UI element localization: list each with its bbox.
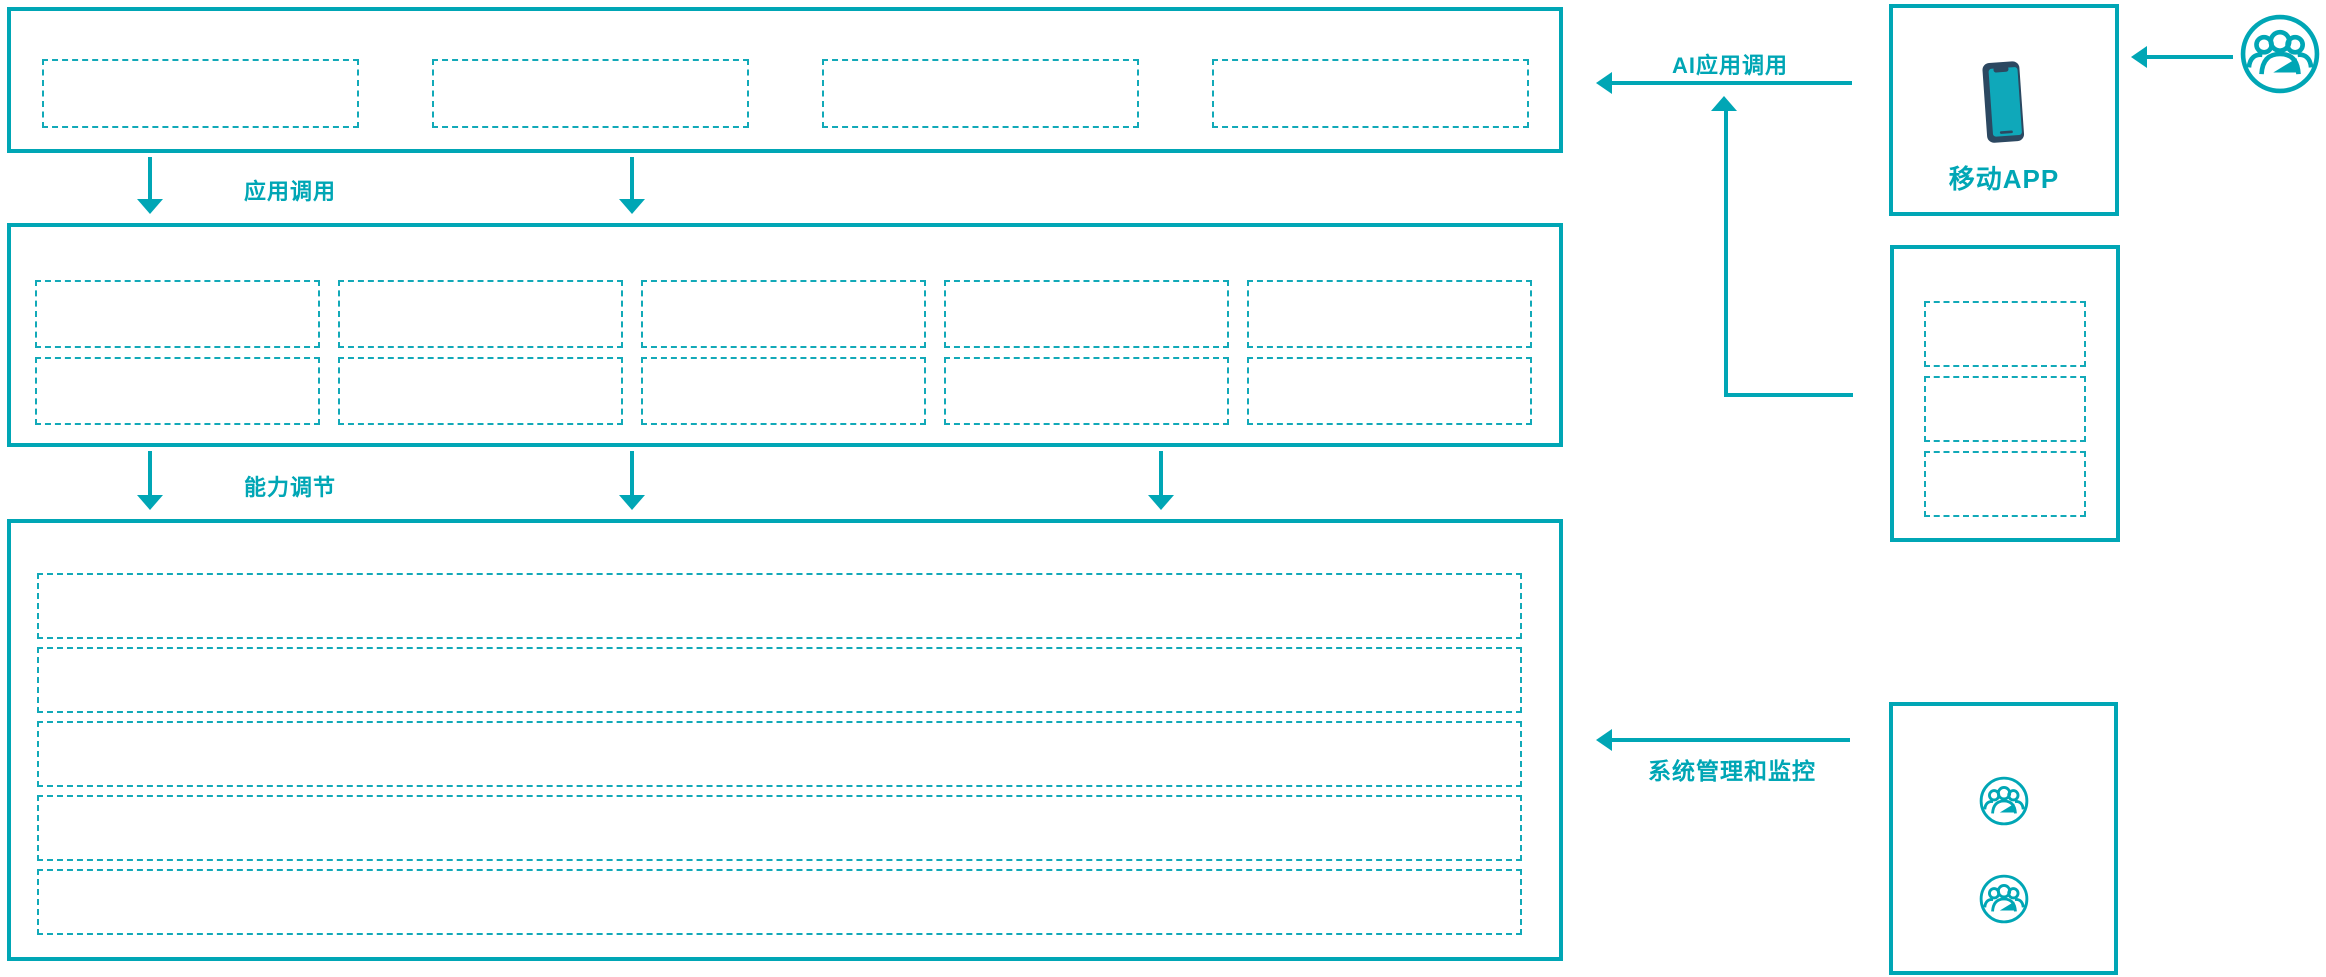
- placeholder-box: [641, 357, 926, 425]
- arrow-down-head: [137, 495, 163, 510]
- label-system-management: 系统管理和监控: [1648, 758, 1816, 784]
- placeholder-row: [35, 280, 1532, 348]
- label-app-call: 应用调用: [244, 179, 337, 204]
- arrow-down-head: [1148, 495, 1174, 510]
- arrow-down-line: [148, 451, 152, 497]
- arrow-down-head: [137, 199, 163, 214]
- placeholder-box: [42, 59, 359, 128]
- placeholder-box: [1247, 357, 1532, 425]
- placeholder-box: [37, 795, 1522, 861]
- label-ai-app-call: AI应用调用: [1672, 53, 1789, 78]
- placeholder-box: [338, 280, 623, 348]
- placeholder-box: [37, 573, 1522, 639]
- placeholder-box: [1924, 451, 2086, 517]
- admin-box: [1889, 702, 2118, 975]
- arrow-down-line: [148, 157, 152, 201]
- placeholder-box: [944, 280, 1229, 348]
- placeholder-box: [944, 357, 1229, 425]
- ai-call-arrow-line: [1612, 81, 1852, 85]
- users-icon: [1978, 873, 2030, 925]
- system-arrow-head: [1596, 729, 1612, 751]
- placeholder-box: [35, 357, 320, 425]
- placeholder-box: [822, 59, 1139, 128]
- placeholder-box: [1924, 376, 2086, 442]
- placeholder-box: [37, 869, 1522, 935]
- system-arrow-line: [1612, 738, 1850, 742]
- arrow-down-line: [1159, 451, 1163, 497]
- capability-layer-box: [7, 223, 1563, 447]
- resource-layer-box: [7, 519, 1563, 961]
- placeholder-box: [1212, 59, 1529, 128]
- panel-up-arrow-line: [1724, 110, 1728, 397]
- users-icon: [1978, 775, 2030, 827]
- placeholder-row: [35, 357, 1532, 425]
- placeholder-box: [35, 280, 320, 348]
- panel-up-arrow-head: [1711, 96, 1737, 111]
- placeholder-box: [1247, 280, 1532, 348]
- label-capability-adjust: 能力调节: [244, 475, 337, 500]
- panel-connector-line: [1724, 393, 1853, 397]
- phone-icon: [1979, 59, 2029, 153]
- user-arrow-head: [2131, 46, 2147, 68]
- app-layer-box: [7, 7, 1563, 153]
- placeholder-box: [37, 647, 1522, 713]
- client-panel-box: [1890, 245, 2120, 542]
- placeholder-box: [1924, 301, 2086, 367]
- arrow-down-head: [619, 495, 645, 510]
- placeholder-box: [432, 59, 749, 128]
- arrow-down-head: [619, 199, 645, 214]
- placeholder-box: [37, 721, 1522, 787]
- mobile-app-box: 移动APP: [1889, 4, 2119, 216]
- placeholder-box: [338, 357, 623, 425]
- mobile-app-label: 移动APP: [1948, 164, 2060, 194]
- external-users-icon: [2238, 12, 2322, 96]
- ai-call-arrow-head: [1596, 72, 1612, 94]
- arrow-down-line: [630, 451, 634, 497]
- placeholder-box: [641, 280, 926, 348]
- arrow-down-line: [630, 157, 634, 201]
- user-arrow-line: [2147, 55, 2233, 59]
